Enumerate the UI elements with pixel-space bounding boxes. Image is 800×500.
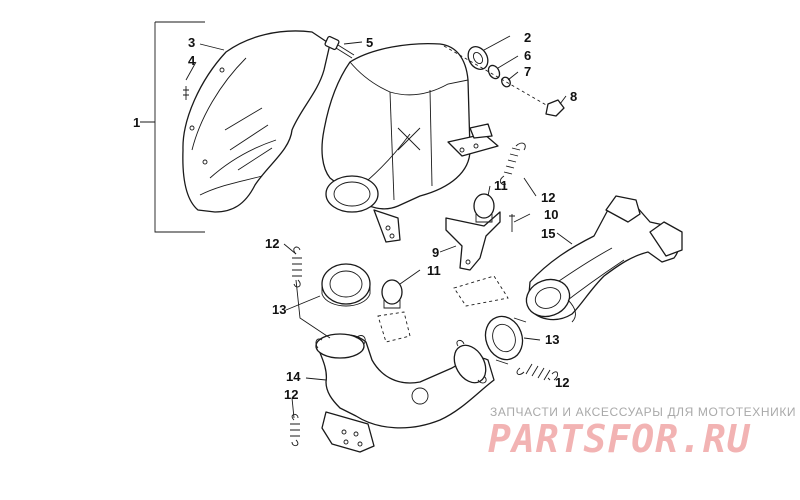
callout-12-lower-right: 12 [555, 375, 569, 390]
callout-11-lower: 11 [427, 263, 441, 278]
bolt-10-part [509, 214, 515, 232]
nut-8-part [545, 99, 565, 117]
callout-12-upper-right: 12 [541, 190, 555, 205]
rubber-mount-lower-part [381, 279, 403, 309]
mount-plate-lower [377, 311, 411, 343]
watermark: ЗАПЧАСТИ И АКСЕССУАРЫ ДЛЯ МОТОТЕХНИКИ PA… [488, 405, 796, 461]
callout-labels: 1 2 3 4 5 6 7 8 9 10 11 11 12 12 12 12 1… [133, 30, 577, 402]
callout-1: 1 [133, 115, 140, 130]
washer-6-part [487, 64, 501, 80]
callout-15: 15 [541, 226, 555, 241]
callout-3: 3 [188, 35, 195, 50]
callout-2: 2 [524, 30, 531, 45]
mount-bracket-part [445, 211, 501, 271]
callout-11-upper: 11 [494, 178, 508, 193]
group-bracket [140, 21, 205, 233]
spring-upper-right-part [499, 142, 526, 185]
heat-shield-part [182, 30, 331, 213]
callout-13-right: 13 [545, 332, 559, 347]
spring-lower-left-part [290, 413, 300, 447]
manifold-part [525, 195, 683, 323]
callout-12-left: 12 [265, 236, 279, 251]
callout-7: 7 [524, 64, 531, 79]
washer-7-part [501, 76, 511, 88]
screw-4-part [183, 86, 189, 100]
spring-left-part [292, 246, 302, 288]
bolt-5-part [324, 35, 355, 59]
muffler-part [321, 42, 471, 243]
assembly-line [443, 45, 549, 107]
leader-lines [185, 35, 573, 419]
callout-4: 4 [188, 53, 196, 68]
mount-plate-upper [453, 275, 509, 307]
muffler-bracket-part [447, 123, 499, 157]
gasket-left-part [321, 263, 371, 307]
callout-12-lower-left: 12 [284, 387, 298, 402]
callout-9: 9 [432, 245, 439, 260]
callout-10: 10 [544, 207, 558, 222]
callout-5: 5 [366, 35, 373, 50]
spring-lower-right-part [516, 363, 559, 381]
gasket-right-part [484, 315, 527, 365]
y-pipe-part [315, 333, 495, 453]
grommet-2-part [467, 46, 489, 70]
rubber-mount-upper-part [473, 193, 495, 223]
callout-8: 8 [570, 89, 577, 104]
callout-13-left: 13 [272, 302, 286, 317]
watermark-subtitle: ЗАПЧАСТИ И АКСЕССУАРЫ ДЛЯ МОТОТЕХНИКИ [490, 405, 796, 419]
callout-14: 14 [286, 369, 301, 384]
callout-6: 6 [524, 48, 531, 63]
watermark-brand: PARTSFOR.RU [488, 417, 751, 461]
